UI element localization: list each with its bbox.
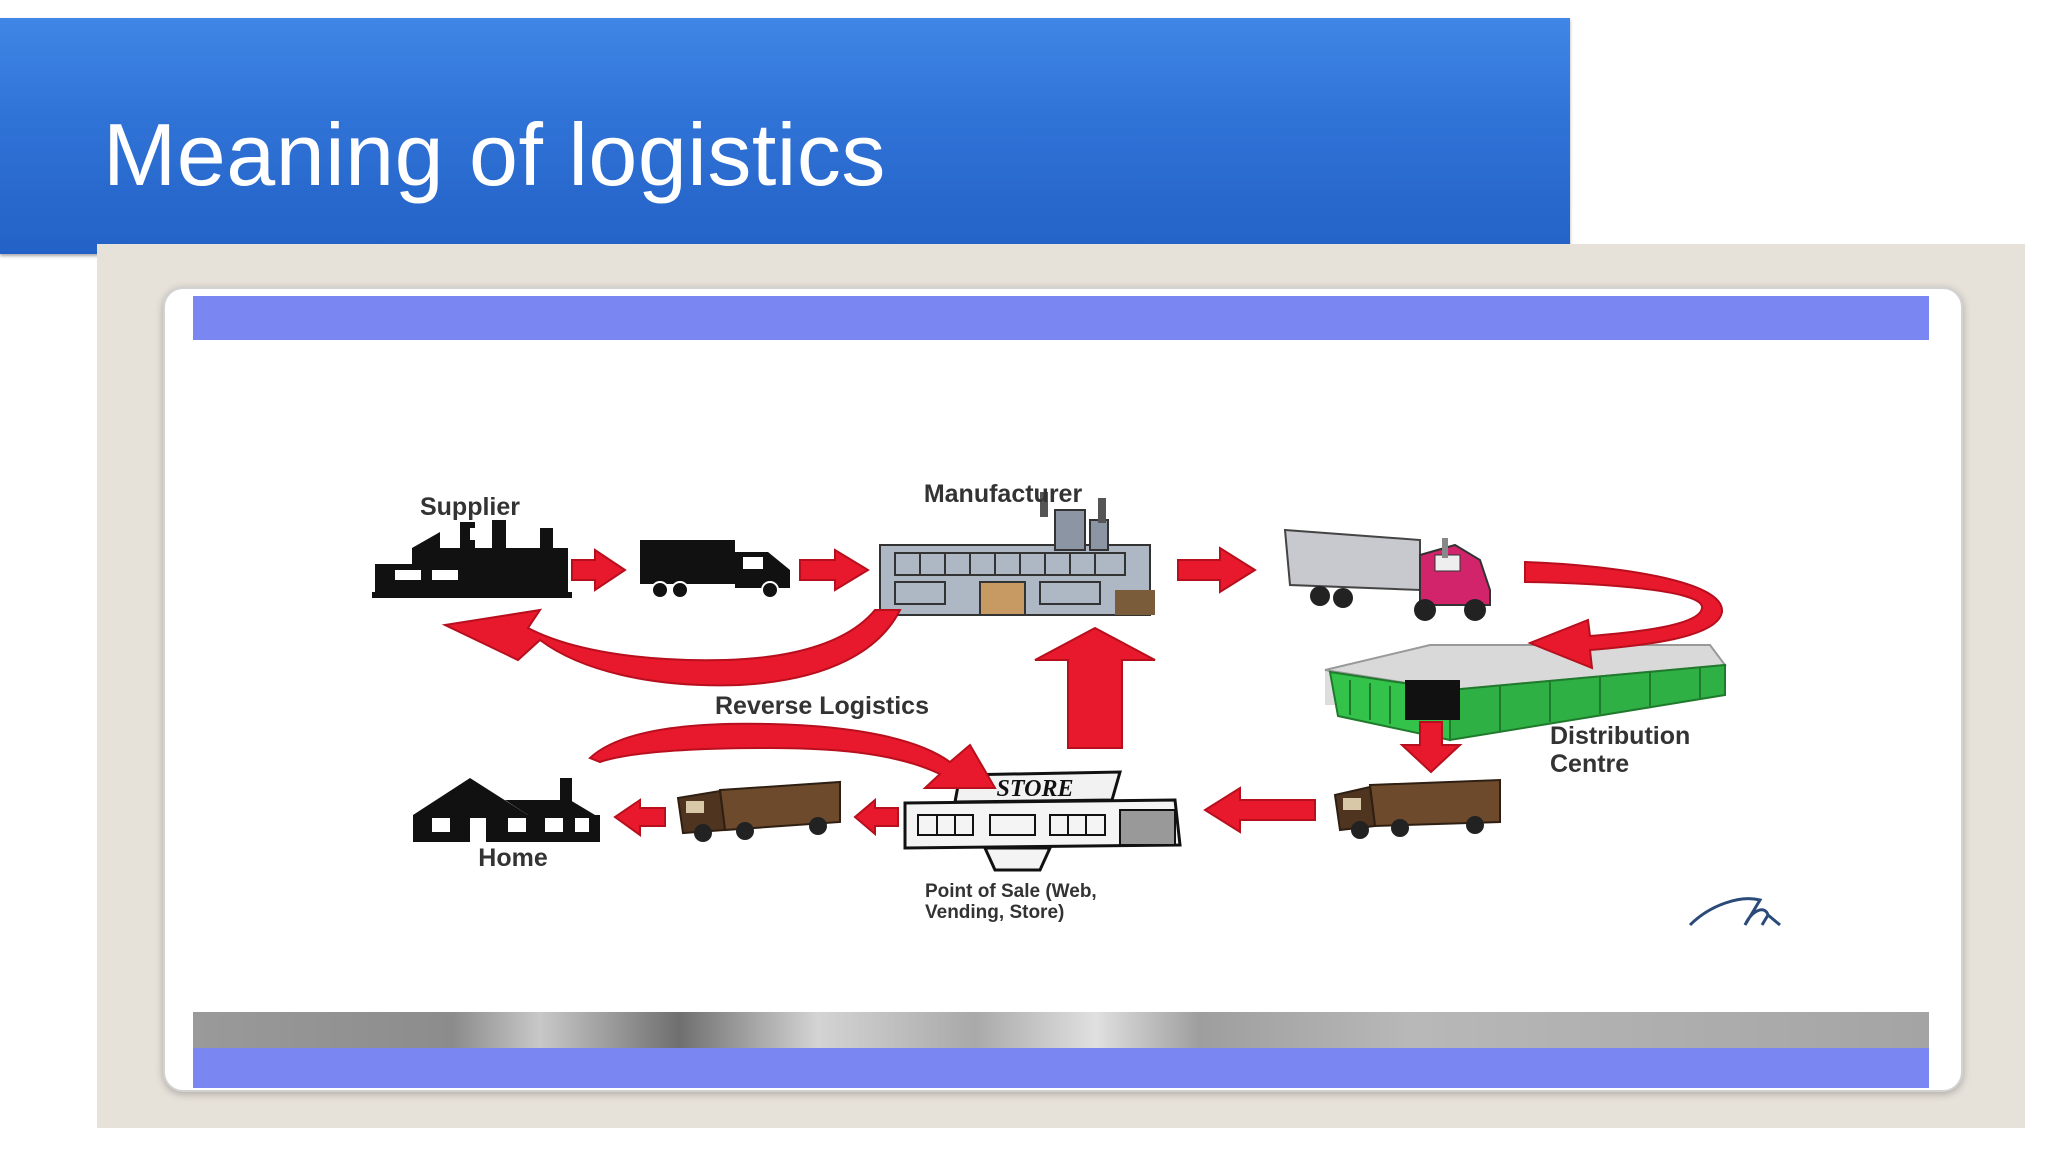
store-sign-text: STORE [997, 776, 1074, 802]
arrow-truck-to-manufacturer [799, 548, 870, 592]
warehouse-icon [1324, 644, 1727, 742]
delivery-truck-left-icon [676, 780, 841, 842]
arrow-manufacturer-to-semi [1177, 546, 1257, 594]
label-manufacturer: Manufacturer [924, 480, 1083, 508]
arrow-supplier-to-truck [571, 548, 627, 592]
arrow-truck-to-home [613, 798, 666, 837]
bottom-banner [193, 1048, 1929, 1088]
semi-truck-icon [1283, 528, 1491, 621]
top-banner [193, 296, 1929, 340]
label-home: Home [478, 844, 548, 872]
label-point-of-sale-line2: Vending, Store) [925, 902, 1064, 923]
arrow-warehouse-down [1399, 721, 1463, 774]
arrow-to-store [1203, 786, 1316, 834]
flow-arrows [441, 546, 1724, 837]
arrow-semi-to-warehouse [1524, 560, 1724, 670]
store-icon: STORE [903, 770, 1182, 872]
truck-icon [640, 540, 790, 599]
signature-mark [1688, 897, 1781, 927]
reverse-arrow-lower [588, 722, 997, 789]
photo-strip [193, 1012, 1929, 1048]
delivery-truck-right-icon [1333, 778, 1501, 839]
label-distribution-line1: Distribution [1550, 722, 1690, 750]
home-icon [413, 778, 600, 842]
label-reverse-logistics: Reverse Logistics [715, 692, 929, 720]
slide-title: Meaning of logistics [103, 105, 886, 204]
arrow-store-to-left-truck [853, 797, 899, 837]
label-supplier: Supplier [420, 493, 520, 521]
supplier-factory-icon [372, 520, 572, 598]
reverse-arrow-upper [441, 608, 902, 687]
manufacturer-building-icon [879, 492, 1155, 616]
title-bar: Meaning of logistics [0, 18, 1570, 254]
label-point-of-sale-line1: Point of Sale (Web, [925, 881, 1097, 902]
label-distribution-line2: Centre [1550, 750, 1629, 778]
arrow-store-to-manufacturer [1034, 626, 1156, 749]
